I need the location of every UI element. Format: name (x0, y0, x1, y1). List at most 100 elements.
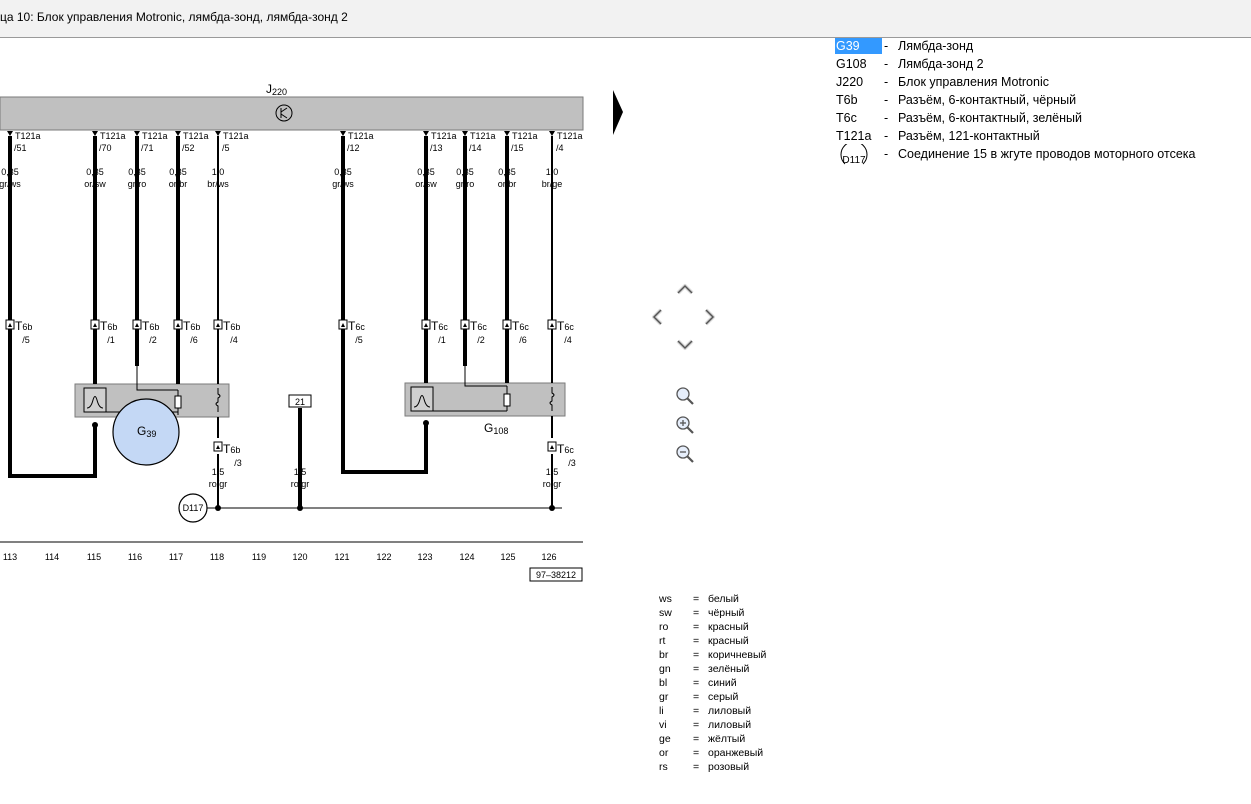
legend-item-t6b[interactable]: T6b-Разъём, 6-контактный, чёрный (835, 92, 1235, 110)
pin-connector: T121a (348, 131, 374, 141)
legend-dash: - (884, 129, 889, 143)
color-row: br = коричневый (658, 649, 818, 663)
legend-item-d117[interactable]: D117-Соединение 15 в жгуте проводов мото… (835, 144, 1235, 168)
pan-up-icon[interactable] (675, 282, 695, 296)
pin-number: /5 (222, 143, 230, 153)
legend-item-t121a[interactable]: T121a-Разъём, 121-контактный (835, 128, 1235, 146)
legend-description: Разъём, 6-контактный, чёрный (898, 93, 1077, 107)
transistor-icon (275, 104, 293, 122)
plug-name: T6c (512, 319, 529, 333)
color-name: лиловый (708, 705, 752, 717)
color-row: ro = красный (658, 621, 818, 635)
legend-item-g108[interactable]: G108-Лямбда-зонд 2 (835, 56, 1235, 74)
lower-wire-3[interactable]: T6c/31,5ro/gr (543, 441, 576, 489)
color-name: серый (708, 691, 739, 703)
pan-left-icon[interactable] (650, 307, 664, 327)
wire-color: or/sw (415, 179, 437, 189)
color-name: розовый (708, 761, 750, 773)
pin-number: /51 (14, 143, 27, 153)
legend-description: Лямбда-зонд (898, 39, 974, 53)
color-name: белый (708, 593, 739, 605)
drawing-number-box (529, 567, 583, 582)
resistor-icon (174, 395, 182, 409)
lower-wire-2[interactable]: 1,5ro/gr (291, 467, 310, 489)
joint-label: D117 (183, 503, 204, 513)
wire-size: 0,35 (498, 167, 516, 177)
legend-item-j220[interactable]: J220-Блок управления Motronic (835, 74, 1235, 92)
pin-connector: T121a (557, 131, 583, 141)
color-eq: = (693, 677, 700, 689)
ruler-number: 124 (459, 552, 474, 562)
color-row: sw = чёрный (658, 607, 818, 621)
color-name: синий (708, 677, 737, 689)
plug-pin: /6 (190, 335, 198, 345)
next-page-arrow-icon[interactable] (613, 90, 623, 135)
pin-connector: T121a (470, 131, 496, 141)
navigation-panel (645, 278, 725, 478)
pin-arrow-icon (423, 131, 429, 136)
color-name: чёрный (708, 607, 745, 619)
pin-number: /13 (430, 143, 443, 153)
joint-d117[interactable] (178, 493, 208, 523)
color-name: жёлтый (708, 733, 746, 745)
wire-color: or/br (498, 179, 517, 189)
pin-connector: T121a (183, 131, 209, 141)
wire-color: or/sw (84, 179, 106, 189)
wiring-diagram[interactable]: J220 (0, 38, 625, 583)
plug-pin: /3 (568, 458, 576, 468)
wire-size: 0,35 (456, 167, 474, 177)
pin-arrow-icon (92, 131, 98, 136)
lower-wire-1[interactable]: T6b/31,5ro/gr (209, 441, 242, 489)
color-abbr: ws (659, 593, 672, 605)
ruler-number: 125 (500, 552, 515, 562)
legend-item-t6c[interactable]: T6c-Разъём, 6-контактный, зелёный (835, 110, 1235, 128)
color-eq: = (693, 733, 700, 745)
pin-arrow-icon (215, 131, 221, 136)
wire-size: 1,5 (212, 467, 225, 477)
color-row: vi = лиловый (658, 719, 818, 733)
legend-description: Соединение 15 в жгуте проводов моторного… (898, 147, 1196, 161)
color-abbr: ge (659, 733, 671, 745)
pan-down-icon[interactable] (675, 338, 695, 352)
pin-arrow-icon (175, 131, 181, 136)
legend-description: Блок управления Motronic (898, 75, 1049, 89)
pin-number: /4 (556, 143, 564, 153)
wire-size: 0,35 (417, 167, 435, 177)
legend-dash: - (884, 57, 889, 71)
legend-dash: - (884, 93, 889, 107)
plug-name: T6b (223, 442, 240, 456)
legend-code: J220 (836, 75, 864, 89)
plug-name: T6b (142, 319, 159, 333)
pin-arrow-icon (134, 131, 140, 136)
plug-name: T6b (223, 319, 240, 333)
color-abbr: rt (659, 635, 666, 647)
legend-description: Разъём, 6-контактный, зелёный (898, 111, 1083, 125)
plug-pin: /5 (355, 335, 363, 345)
zoom-out-icon[interactable] (674, 443, 696, 465)
plug-pin: /4 (564, 335, 572, 345)
color-name: красный (708, 635, 749, 647)
color-eq: = (693, 649, 700, 661)
highlight-g39[interactable] (112, 398, 180, 466)
zoom-fit-icon[interactable] (674, 385, 696, 407)
pan-right-icon[interactable] (703, 307, 717, 327)
legend-dash: - (884, 147, 889, 161)
pin-number: /71 (141, 143, 154, 153)
fuse-21[interactable] (288, 394, 312, 408)
ruler-number: 118 (210, 552, 224, 562)
zoom-in-icon[interactable] (674, 414, 696, 436)
color-row: rt = красный (658, 635, 818, 649)
legend-item-g39[interactable]: G39-Лямбда-зонд (835, 38, 1235, 56)
color-name: коричневый (708, 649, 767, 661)
